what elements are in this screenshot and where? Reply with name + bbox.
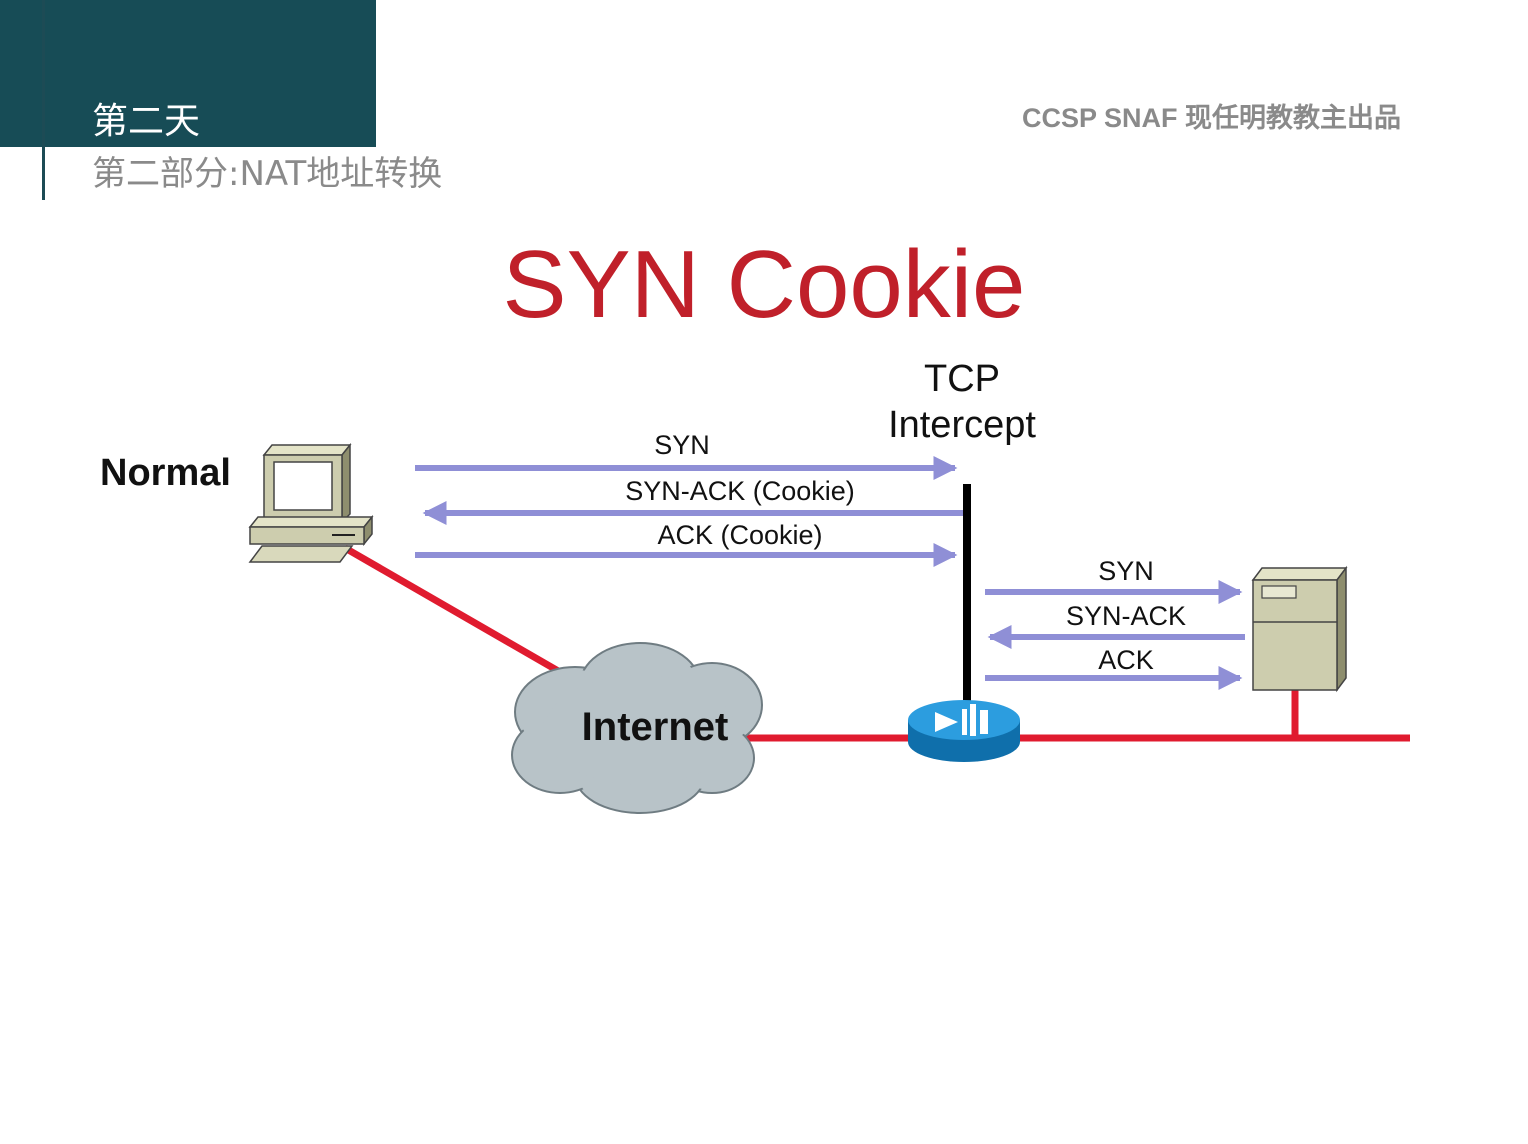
message-syn-server: SYN xyxy=(976,556,1276,587)
intercept-bar xyxy=(963,484,971,704)
link-client-internet xyxy=(345,548,560,672)
client-label: Normal xyxy=(100,452,231,495)
message-ack-cookie: ACK (Cookie) xyxy=(590,520,890,551)
router-icon xyxy=(908,700,1020,762)
message-synack-server: SYN-ACK xyxy=(976,601,1276,632)
cloud-label: Internet xyxy=(560,705,750,750)
message-ack-server: ACK xyxy=(976,645,1276,676)
router-label-line1: TCP xyxy=(862,358,1062,401)
desktop-computer-icon xyxy=(250,445,372,562)
message-syn: SYN xyxy=(532,430,832,461)
message-synack-cookie: SYN-ACK (Cookie) xyxy=(590,476,890,507)
router-label-line2: Intercept xyxy=(862,404,1062,447)
